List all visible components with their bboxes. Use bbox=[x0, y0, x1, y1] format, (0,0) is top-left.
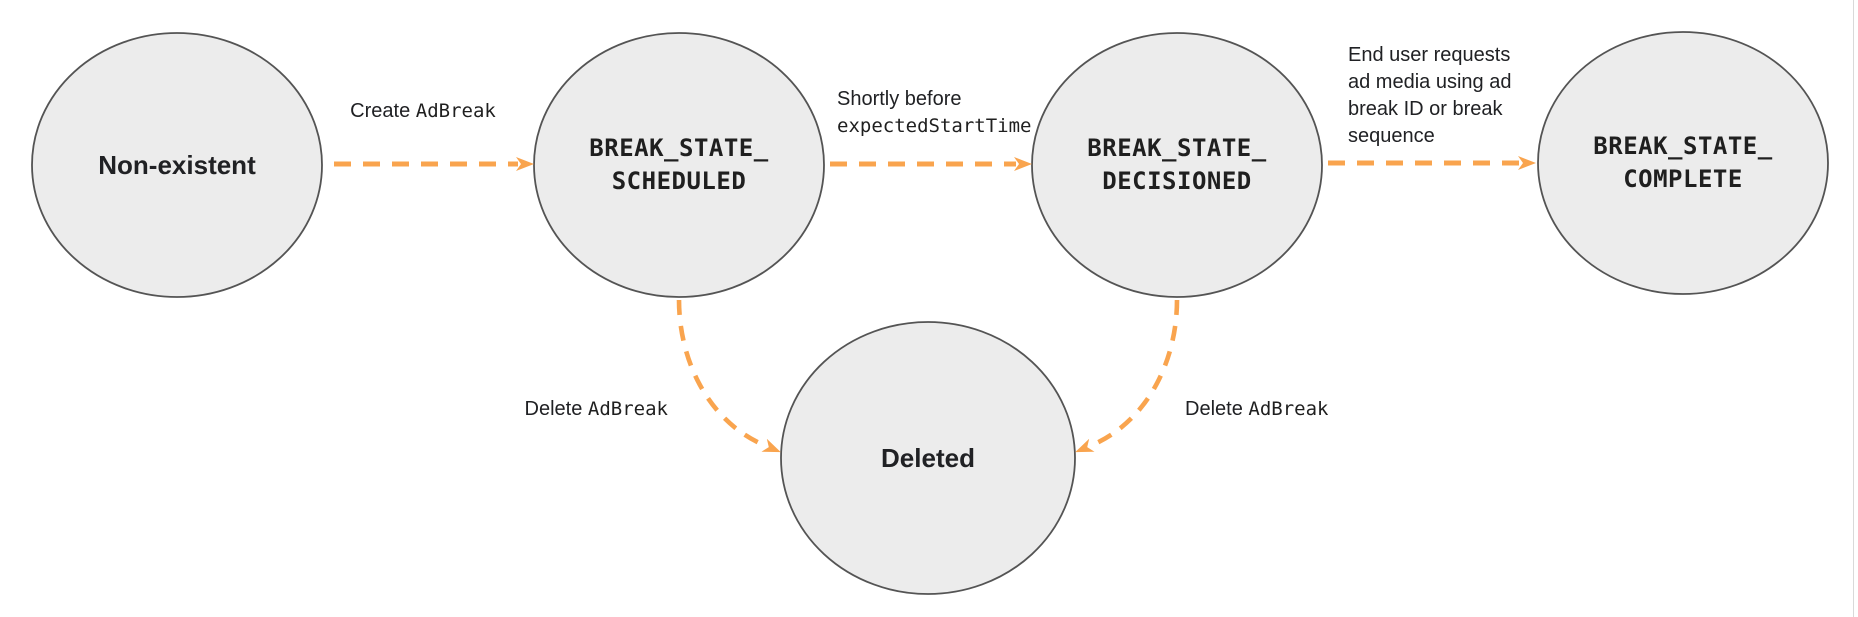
edge-label-code: expectedStartTime bbox=[837, 115, 1032, 137]
node-label-line: DECISIONED bbox=[1102, 167, 1252, 195]
edge-label-code: AdBreak bbox=[415, 100, 496, 122]
edge-label-text: Shortly before bbox=[837, 88, 962, 110]
node-break-state-scheduled-circle bbox=[533, 32, 825, 298]
edge-label-end-user-requests: End user requests ad media using ad brea… bbox=[1348, 44, 1512, 147]
node-break-state-decisioned-label: BREAK_STATE_ DECISIONED bbox=[1032, 132, 1322, 198]
edge-label-text: Create bbox=[350, 100, 416, 122]
page-edge-divider bbox=[1853, 0, 1854, 617]
node-break-state-complete-circle bbox=[1537, 31, 1829, 295]
node-label-line: SCHEDULED bbox=[611, 167, 747, 195]
node-break-state-scheduled-label: BREAK_STATE_ SCHEDULED bbox=[534, 132, 824, 198]
edge-label-create-adbreak: Create AdBreak bbox=[350, 98, 496, 125]
node-label-line: BREAK_STATE_ bbox=[1593, 132, 1773, 160]
node-break-state-complete-label: BREAK_STATE_ COMPLETE bbox=[1538, 130, 1828, 196]
edge-label-shortly-before: Shortly before expectedStartTime bbox=[837, 86, 1031, 140]
edge-delete-adbreak-left-arrow bbox=[676, 299, 781, 453]
edge-label-text: Delete bbox=[1185, 398, 1249, 420]
edge-label-delete-adbreak-right: Delete AdBreak bbox=[1185, 396, 1328, 423]
node-non-existent-circle bbox=[31, 32, 323, 298]
node-non-existent-label: Non-existent bbox=[98, 150, 256, 180]
node-label-line: BREAK_STATE_ bbox=[589, 134, 769, 162]
node-label-line: BREAK_STATE_ bbox=[1087, 134, 1267, 162]
node-deleted-circle bbox=[780, 321, 1076, 595]
edge-label-code: AdBreak bbox=[1248, 398, 1329, 420]
edge-delete-adbreak-right-arrow bbox=[1075, 299, 1180, 453]
edge-label-delete-adbreak-left: Delete AdBreak bbox=[525, 396, 668, 423]
node-deleted-label: Deleted bbox=[881, 443, 975, 473]
edge-label-text: Delete bbox=[524, 398, 588, 420]
edge-label-code: AdBreak bbox=[587, 398, 668, 420]
node-label-line: COMPLETE bbox=[1623, 165, 1743, 193]
node-break-state-decisioned-circle bbox=[1031, 32, 1323, 298]
